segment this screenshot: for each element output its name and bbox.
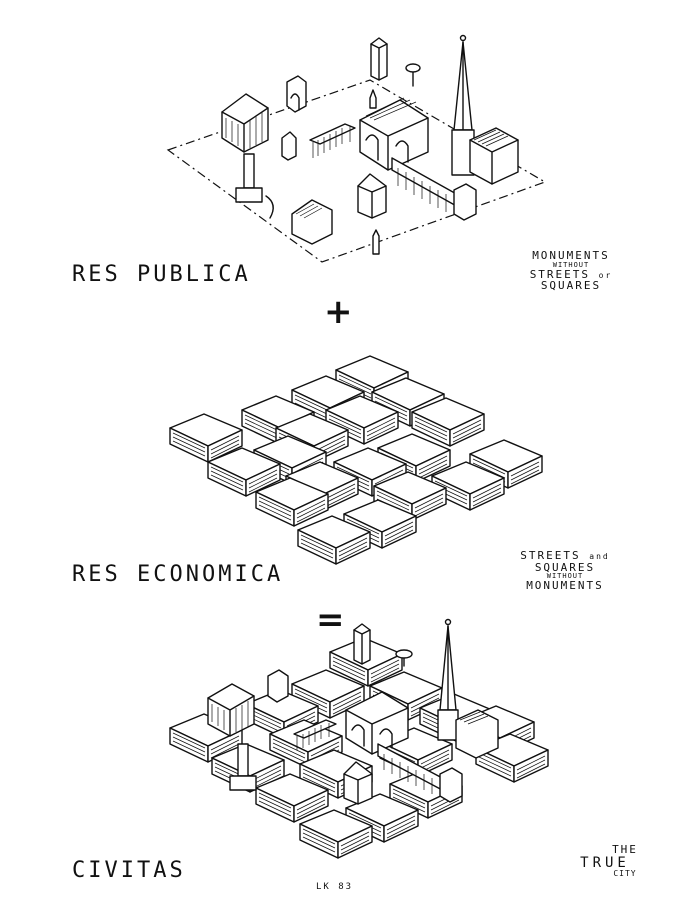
arch-gate bbox=[439, 767, 463, 803]
pavilion-monument bbox=[281, 131, 297, 161]
tower-monument bbox=[353, 623, 371, 665]
plus-symbol: + bbox=[324, 292, 353, 332]
caption-word: SQUARES bbox=[540, 279, 602, 293]
column-monument bbox=[235, 153, 263, 203]
statue-monument bbox=[372, 229, 380, 255]
artist-credit: LK 83 bbox=[316, 882, 354, 892]
panel-title: CIVITAS bbox=[72, 858, 186, 883]
panel-title: RES ECONOMICA bbox=[72, 562, 284, 587]
caption-line: MONUMENTS bbox=[532, 249, 610, 262]
church-monument bbox=[455, 709, 499, 759]
church-monument bbox=[469, 127, 519, 185]
panel-title: RES PUBLICA bbox=[72, 262, 251, 287]
pantheon-monument bbox=[221, 93, 269, 153]
caption-word: SQUARES bbox=[534, 560, 596, 574]
panel-caption: THE TRUE CITY bbox=[560, 844, 650, 879]
tree-monument bbox=[395, 649, 413, 667]
column-monument bbox=[229, 743, 257, 791]
panel-caption: MONUMENTS WITHOUT STREETS or SQUARES bbox=[496, 250, 646, 292]
gabled-house-monument bbox=[357, 173, 387, 219]
caption-line: TRUE bbox=[580, 854, 630, 871]
caption-word: or bbox=[598, 270, 613, 280]
civitas-drawing bbox=[169, 618, 549, 859]
gabled-house-monument bbox=[343, 761, 373, 805]
spire-monument bbox=[437, 618, 459, 741]
gate-monument bbox=[267, 669, 289, 703]
arcade-monument bbox=[391, 157, 461, 212]
caption-word: and bbox=[589, 552, 610, 561]
small-obelisk bbox=[369, 89, 377, 109]
basilica-monument bbox=[345, 691, 409, 755]
colonnade-monument bbox=[293, 719, 337, 750]
tower-monument bbox=[370, 37, 388, 81]
panel-civitas: CIVITAS THE TRUE CITY LK 83 bbox=[0, 610, 700, 922]
gate-monument bbox=[286, 75, 307, 113]
panel-res-economica: RES ECONOMICA STREETS and SQUARES WITHOU… bbox=[0, 300, 700, 610]
pantheon-monument bbox=[207, 683, 255, 737]
spire-monument bbox=[451, 34, 475, 176]
basilica-monument bbox=[359, 97, 429, 171]
caption-line: CITY bbox=[613, 869, 637, 879]
caption-line: WITHOUT bbox=[552, 260, 590, 269]
caption-word: STREETS bbox=[520, 549, 581, 562]
caption-word: STREETS bbox=[529, 267, 591, 281]
panel-res-publica: RES PUBLICA MONUMENTS WITHOUT STREETS or… bbox=[0, 0, 700, 300]
equals-symbol: = bbox=[316, 600, 345, 640]
caption-line: MONUMENTS bbox=[526, 579, 604, 593]
colonnade-monument bbox=[309, 123, 356, 158]
arch-gate bbox=[453, 183, 477, 221]
small-curve bbox=[265, 195, 274, 219]
plot-boundary bbox=[166, 79, 547, 263]
house-monument bbox=[291, 199, 333, 245]
res-publica-drawing bbox=[166, 34, 547, 263]
tree-monument bbox=[405, 63, 421, 87]
caption-line: THE bbox=[612, 843, 638, 856]
panel-caption: STREETS and SQUARES WITHOUT MONUMENTS bbox=[490, 550, 640, 592]
caption-line: WITHOUT bbox=[546, 572, 584, 581]
